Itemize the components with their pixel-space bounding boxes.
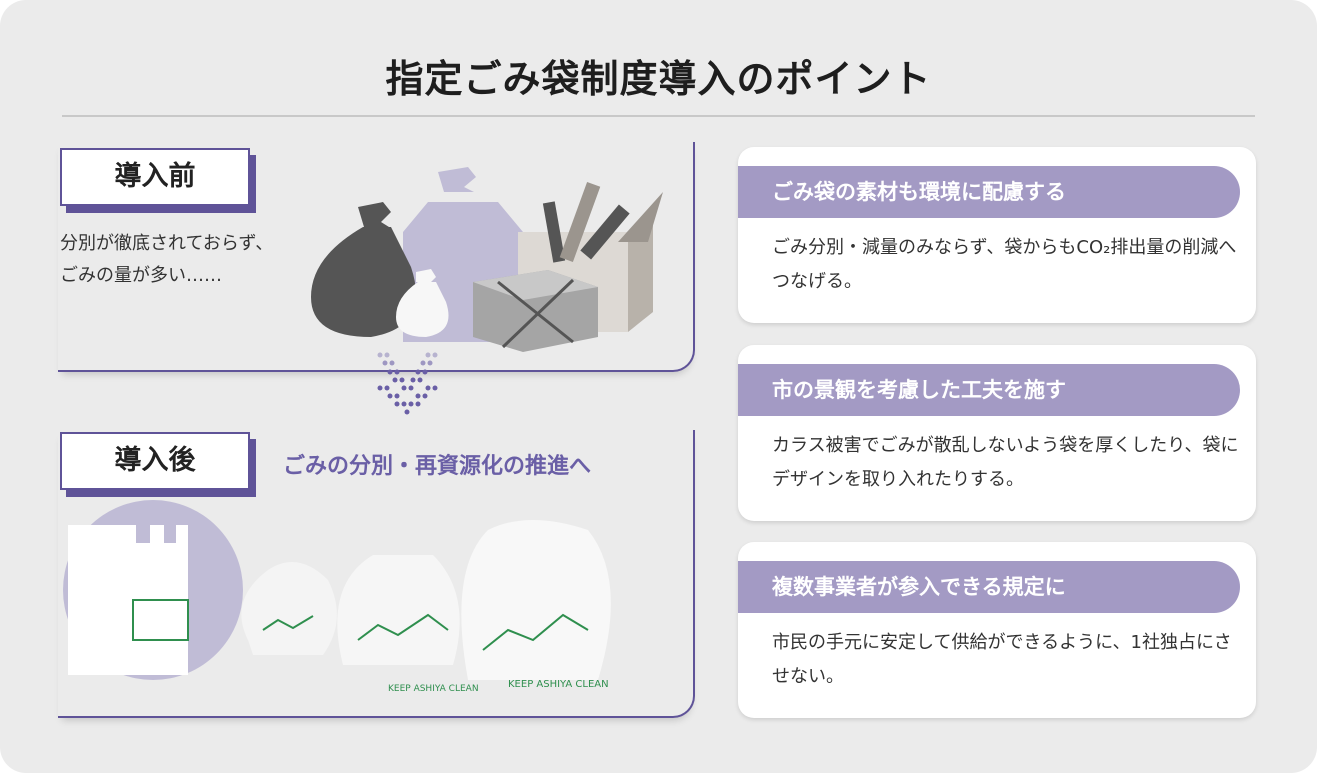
point-heading: ごみ袋の素材も環境に配慮する (738, 166, 1240, 218)
after-panel: 導入後 ごみの分別・再資源化の推進へ KEEP ASHIYA CLEAN KEE… (58, 430, 695, 718)
page-title: 指定ごみ袋制度導入のポイント (385, 57, 932, 101)
point-text: ごみ分別・減量のみならず、袋からもCO₂排出量の削減へつなげる。 (772, 237, 1237, 292)
point-card-landscape: 市の景観を考慮した工夫を施す カラス被害でごみが散乱しないよう袋を厚くしたり、袋… (738, 345, 1256, 521)
point-heading: 市の景観を考慮した工夫を施す (738, 364, 1240, 416)
point-card-material: ごみ袋の素材も環境に配慮する ごみ分別・減量のみならず、袋からもCO₂排出量の削… (738, 147, 1256, 323)
point-heading: 複数事業者が参入できる規定に (738, 561, 1240, 613)
designated-bags-illustration: KEEP ASHIYA CLEAN KEEP ASHIYA CLEAN (63, 500, 611, 694)
point-text: 市民の手元に安定して供給ができるように、1社独占にさせない。 (772, 632, 1232, 687)
after-subtitle: ごみの分別・再資源化の推進へ (283, 454, 592, 479)
mixed-garbage-illustration (311, 167, 663, 352)
before-description: 分別が徹底されておらず、ごみの量が多い…… (60, 233, 274, 286)
point-text: カラス被害でごみが散乱しないよう袋を厚くしたり、袋にデザインを取り入れたりする。 (772, 435, 1239, 490)
svg-text:KEEP ASHIYA CLEAN: KEEP ASHIYA CLEAN (388, 684, 479, 694)
title-divider (62, 115, 1255, 117)
before-panel: 導入前 分別が徹底されておらず、ごみの量が多い…… (58, 142, 695, 372)
before-label: 導入前 (60, 148, 250, 206)
after-label: 導入後 (60, 432, 250, 490)
svg-text:KEEP ASHIYA CLEAN: KEEP ASHIYA CLEAN (508, 679, 609, 690)
down-arrow-dots-icon (377, 352, 438, 415)
point-card-suppliers: 複数事業者が参入できる規定に 市民の手元に安定して供給ができるように、1社独占に… (738, 542, 1256, 718)
